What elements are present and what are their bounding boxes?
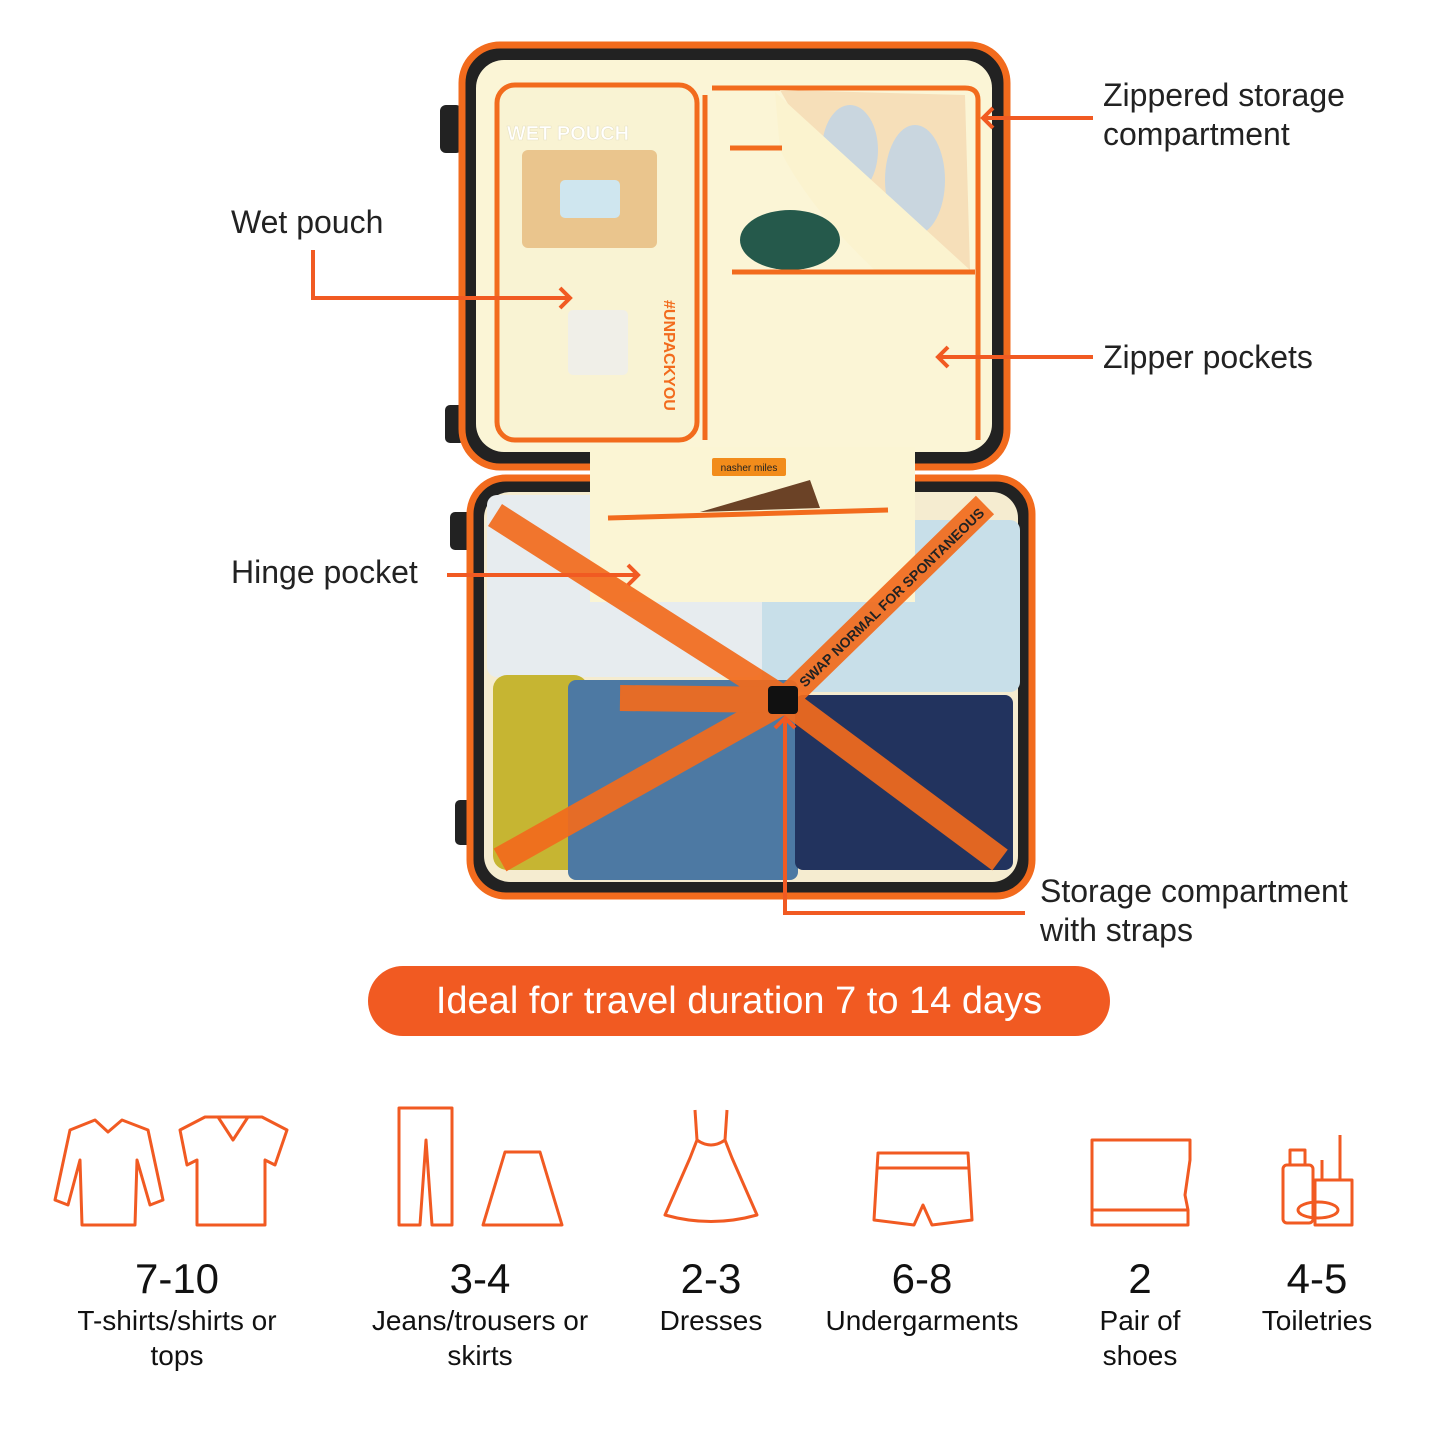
hashtag-print: #UNPACKYOU xyxy=(660,300,677,411)
callout-lines xyxy=(311,106,1093,915)
callout-hinge-pocket: Hinge pocket xyxy=(231,554,418,590)
capacity-count: 2 xyxy=(1128,1255,1152,1302)
capacity-label: Dresses xyxy=(659,1305,763,1336)
brand-tag: nasher miles xyxy=(721,463,778,474)
strap-buckle xyxy=(768,686,798,714)
capacity-item-dresses: 2-3 Dresses xyxy=(571,1255,851,1338)
capacity-item-undergarments: 6-8 Undergarments xyxy=(782,1255,1062,1338)
trousers-icon xyxy=(397,1106,564,1227)
capacity-item-toiletries: 4-5 Toiletries xyxy=(1177,1255,1445,1338)
capacity-count: 4-5 xyxy=(1286,1255,1348,1302)
capacity-label: Pair of shoes xyxy=(1099,1305,1181,1371)
capacity-item-tops: 7-10 T-shirts/shirts or tops xyxy=(37,1255,317,1373)
capacity-count: 6-8 xyxy=(891,1255,953,1302)
capacity-label: T-shirts/shirts or tops xyxy=(77,1305,277,1371)
capacity-item-shoes: 2 Pair of shoes xyxy=(1000,1255,1280,1373)
shirt-icon xyxy=(53,1115,289,1227)
toiletries-icon xyxy=(1281,1135,1354,1227)
underwear-icon xyxy=(872,1151,974,1227)
callout-zippered-storage: Zippered storage compartment xyxy=(1103,77,1345,152)
capacity-item-bottoms: 3-4 Jeans/trousers or skirts xyxy=(340,1255,620,1373)
wet-pouch-print: WET POUCH xyxy=(507,123,629,145)
capacity-label: Undergarments xyxy=(825,1305,1019,1336)
capacity-count: 7-10 xyxy=(134,1255,220,1302)
capacity-label: Toiletries xyxy=(1261,1305,1373,1336)
banner-text: Ideal for travel duration 7 to 14 days xyxy=(435,979,1043,1022)
capacity-count: 2-3 xyxy=(680,1255,742,1302)
suitcase-illustration: WET POUCH #UNPACKYOU nasher miles SWAP N… xyxy=(311,41,1093,915)
compression-straps xyxy=(488,495,1008,872)
callout-zipper-pockets: Zipper pockets xyxy=(1103,339,1313,375)
travel-duration-banner: Ideal for travel duration 7 to 14 days xyxy=(368,966,1110,1036)
shoes-icon xyxy=(1090,1138,1192,1227)
callout-wet-pouch: Wet pouch xyxy=(231,204,384,240)
callout-storage-straps: Storage compartment with straps xyxy=(1040,873,1348,948)
capacity-label: Jeans/trousers or skirts xyxy=(371,1305,589,1371)
capacity-count: 3-4 xyxy=(449,1255,511,1302)
dress-icon xyxy=(663,1109,759,1223)
